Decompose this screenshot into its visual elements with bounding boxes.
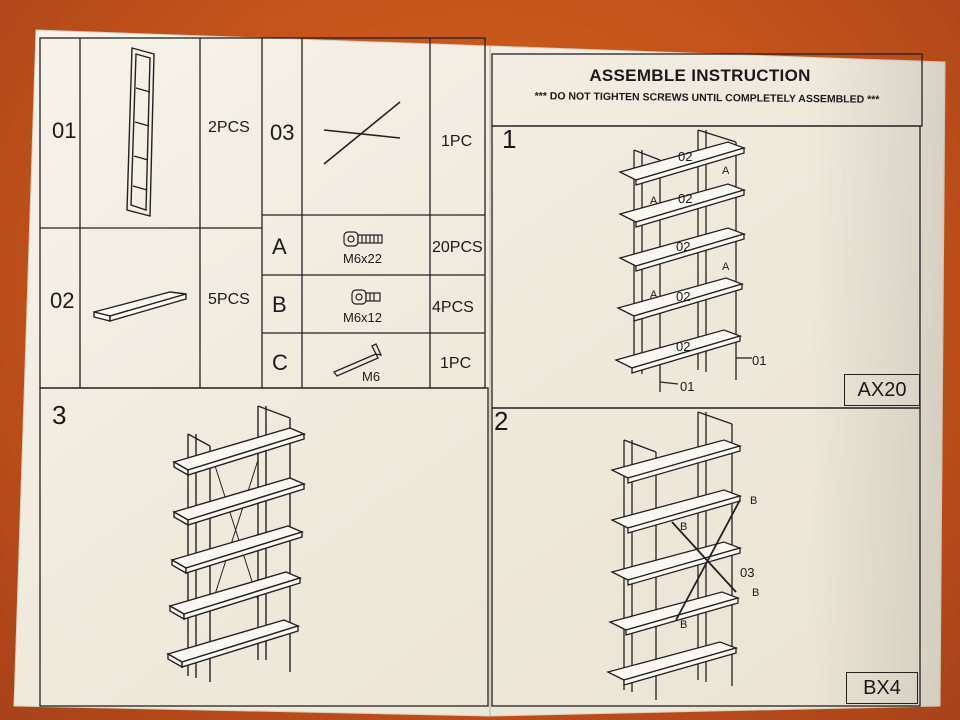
step1-shelf-label-5: 02 xyxy=(676,339,691,354)
step1-number: 1 xyxy=(502,124,517,154)
step2-brace-label: 03 xyxy=(740,565,755,580)
hardware-c-qty: 1PC xyxy=(440,355,472,372)
screw-b-drawing xyxy=(351,289,381,305)
step1-screw-label: A xyxy=(650,195,658,207)
page-title: ASSEMBLE INSTRUCTION xyxy=(589,66,811,85)
step2-hardware-code: BX4 xyxy=(846,672,918,704)
hardware-a-id: A xyxy=(272,234,287,259)
step2-screw-label-4: B xyxy=(680,619,688,631)
part-02-qty: 5PCS xyxy=(208,291,250,308)
hardware-b-qty: 4PCS xyxy=(432,299,474,316)
step1-screw-label-4: A xyxy=(722,261,730,273)
hardware-c-id: C xyxy=(272,350,288,375)
step2-screw-label-2: B xyxy=(680,521,688,533)
step1-shelf-label-4: 02 xyxy=(676,289,691,304)
part-01-qty: 2PCS xyxy=(208,119,250,136)
step1-hardware-code: AX20 xyxy=(844,374,920,406)
step1-shelf-label-3: 02 xyxy=(676,239,691,254)
step1-drawing xyxy=(614,129,752,392)
step1-screw-label-2: A xyxy=(722,165,730,177)
part-03-qty: 1PC xyxy=(441,133,473,150)
hardware-b-id: B xyxy=(272,292,287,317)
step2-screw-label-3: B xyxy=(752,587,760,599)
hardware-c-size: M6 xyxy=(362,369,381,384)
hardware-a-size: M6x22 xyxy=(343,251,383,266)
step2-number: 2 xyxy=(494,406,509,436)
step1-frame-label: 01 xyxy=(752,353,767,368)
hardware-a-qty: 20PCS xyxy=(432,239,483,256)
hardware-b-size: M6x12 xyxy=(343,310,383,325)
step2-drawing xyxy=(606,411,743,700)
part-01-number: 01 xyxy=(52,118,77,143)
step1-shelf-label-2: 02 xyxy=(678,191,693,206)
part-03-brace-drawing xyxy=(323,101,401,165)
allen-key-drawing xyxy=(332,343,383,377)
step3-drawing xyxy=(166,405,307,682)
screw-a-drawing xyxy=(343,231,383,247)
step2-screw-label: B xyxy=(750,495,758,507)
part-01-frame-drawing xyxy=(126,47,155,217)
step3-number: 3 xyxy=(52,400,67,430)
step1-frame-label-2: 01 xyxy=(680,379,695,394)
part-03-number: 03 xyxy=(270,120,295,145)
step2-panel xyxy=(491,407,921,707)
part-02-number: 02 xyxy=(50,288,75,313)
step1-shelf-label: 02 xyxy=(678,149,693,164)
step1-screw-label-3: A xyxy=(650,289,658,301)
part-02-shelf-drawing xyxy=(93,291,187,322)
